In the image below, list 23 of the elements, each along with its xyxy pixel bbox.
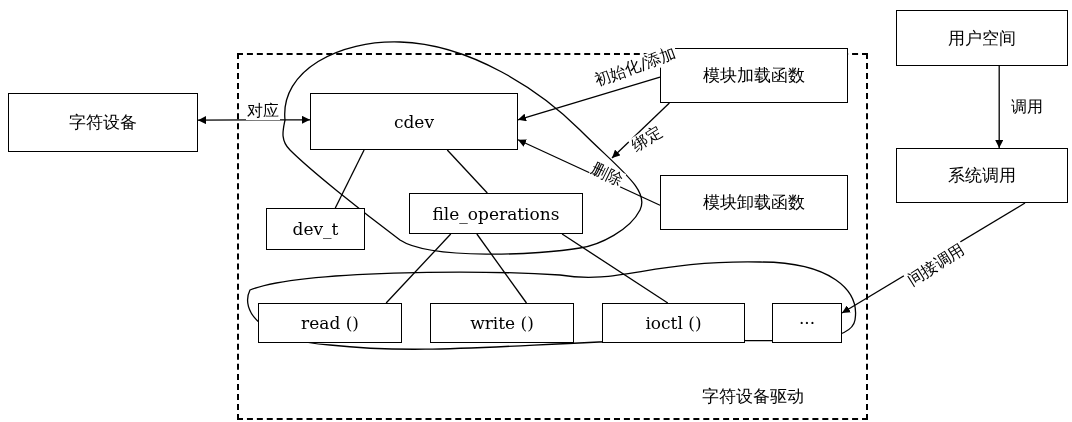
- connector-line: [334, 149, 365, 209]
- process-box: ioctl (): [602, 303, 745, 343]
- boundary-title: 字符设备驱动: [702, 385, 804, 408]
- process-box: 模块卸载函数: [660, 175, 848, 230]
- process-box: write (): [430, 303, 574, 343]
- edge-label: 对应: [246, 102, 280, 120]
- arrow: [197, 115, 311, 125]
- connector-line: [476, 233, 528, 304]
- arrow: [995, 65, 1004, 149]
- connector-line: [385, 233, 452, 304]
- process-box: 用户空间: [896, 10, 1068, 66]
- edge-label: 删除: [587, 159, 627, 191]
- process-box: file_operations: [409, 193, 583, 234]
- process-box: ···: [772, 303, 842, 343]
- process-box: dev_t: [266, 208, 365, 250]
- arrow: [611, 102, 671, 159]
- edge-label: 调用: [1010, 98, 1044, 116]
- arrow: [517, 76, 661, 122]
- process-box: 系统调用: [896, 148, 1068, 203]
- process-box: cdev: [310, 93, 518, 150]
- process-box: 字符设备: [8, 93, 198, 152]
- connector-line: [446, 149, 488, 194]
- process-box: read (): [258, 303, 402, 343]
